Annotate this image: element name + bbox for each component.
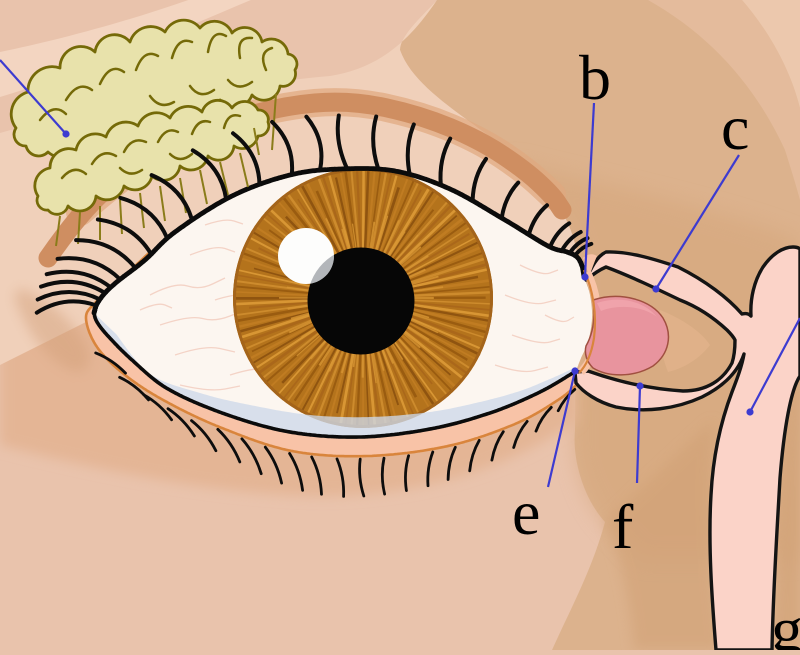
- svg-text:e: e: [512, 477, 540, 548]
- svg-text:g: g: [771, 594, 800, 650]
- svg-text:b: b: [579, 42, 611, 113]
- svg-text:f: f: [612, 491, 634, 562]
- svg-text:c: c: [721, 92, 749, 163]
